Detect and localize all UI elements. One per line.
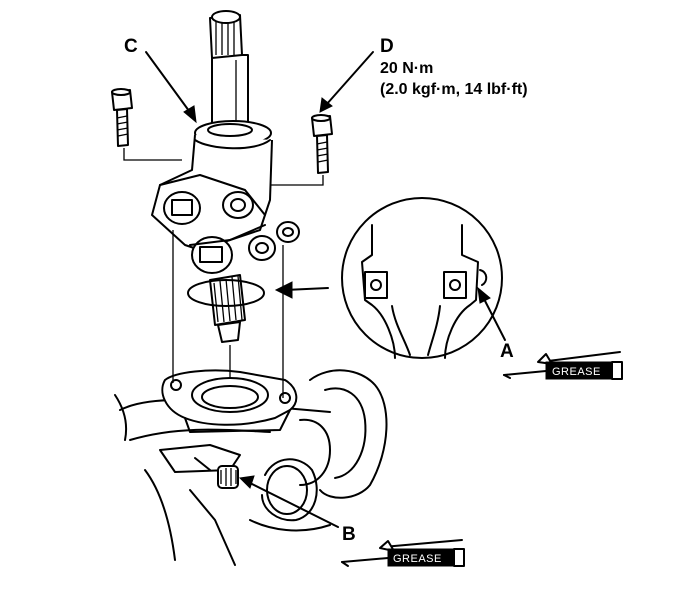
mounting-flange [161,369,298,433]
leader-lines [145,51,506,528]
torque-value: 20 N·m [380,60,433,77]
torque-conversion: (2.0 kgf·m, 14 lbf·ft) [380,81,528,98]
grease-tube-1: GREASE [503,351,623,380]
label-a: A [500,341,514,362]
gearbox-housing [114,369,388,566]
bolt-right [311,114,333,174]
grease-tube-2-label: GREASE [393,553,442,565]
inset-arrow [274,281,329,299]
valve-body [151,10,300,343]
detail-inset [341,197,503,359]
grease-tube-2: GREASE [341,539,465,567]
bolt-left [111,88,133,147]
label-d: D [380,36,394,57]
grease-tube-1-label: GREASE [552,366,601,378]
label-c: C [124,36,138,57]
label-b: B [342,524,356,545]
bearing-b [217,465,239,489]
alignment-lines [123,148,324,398]
